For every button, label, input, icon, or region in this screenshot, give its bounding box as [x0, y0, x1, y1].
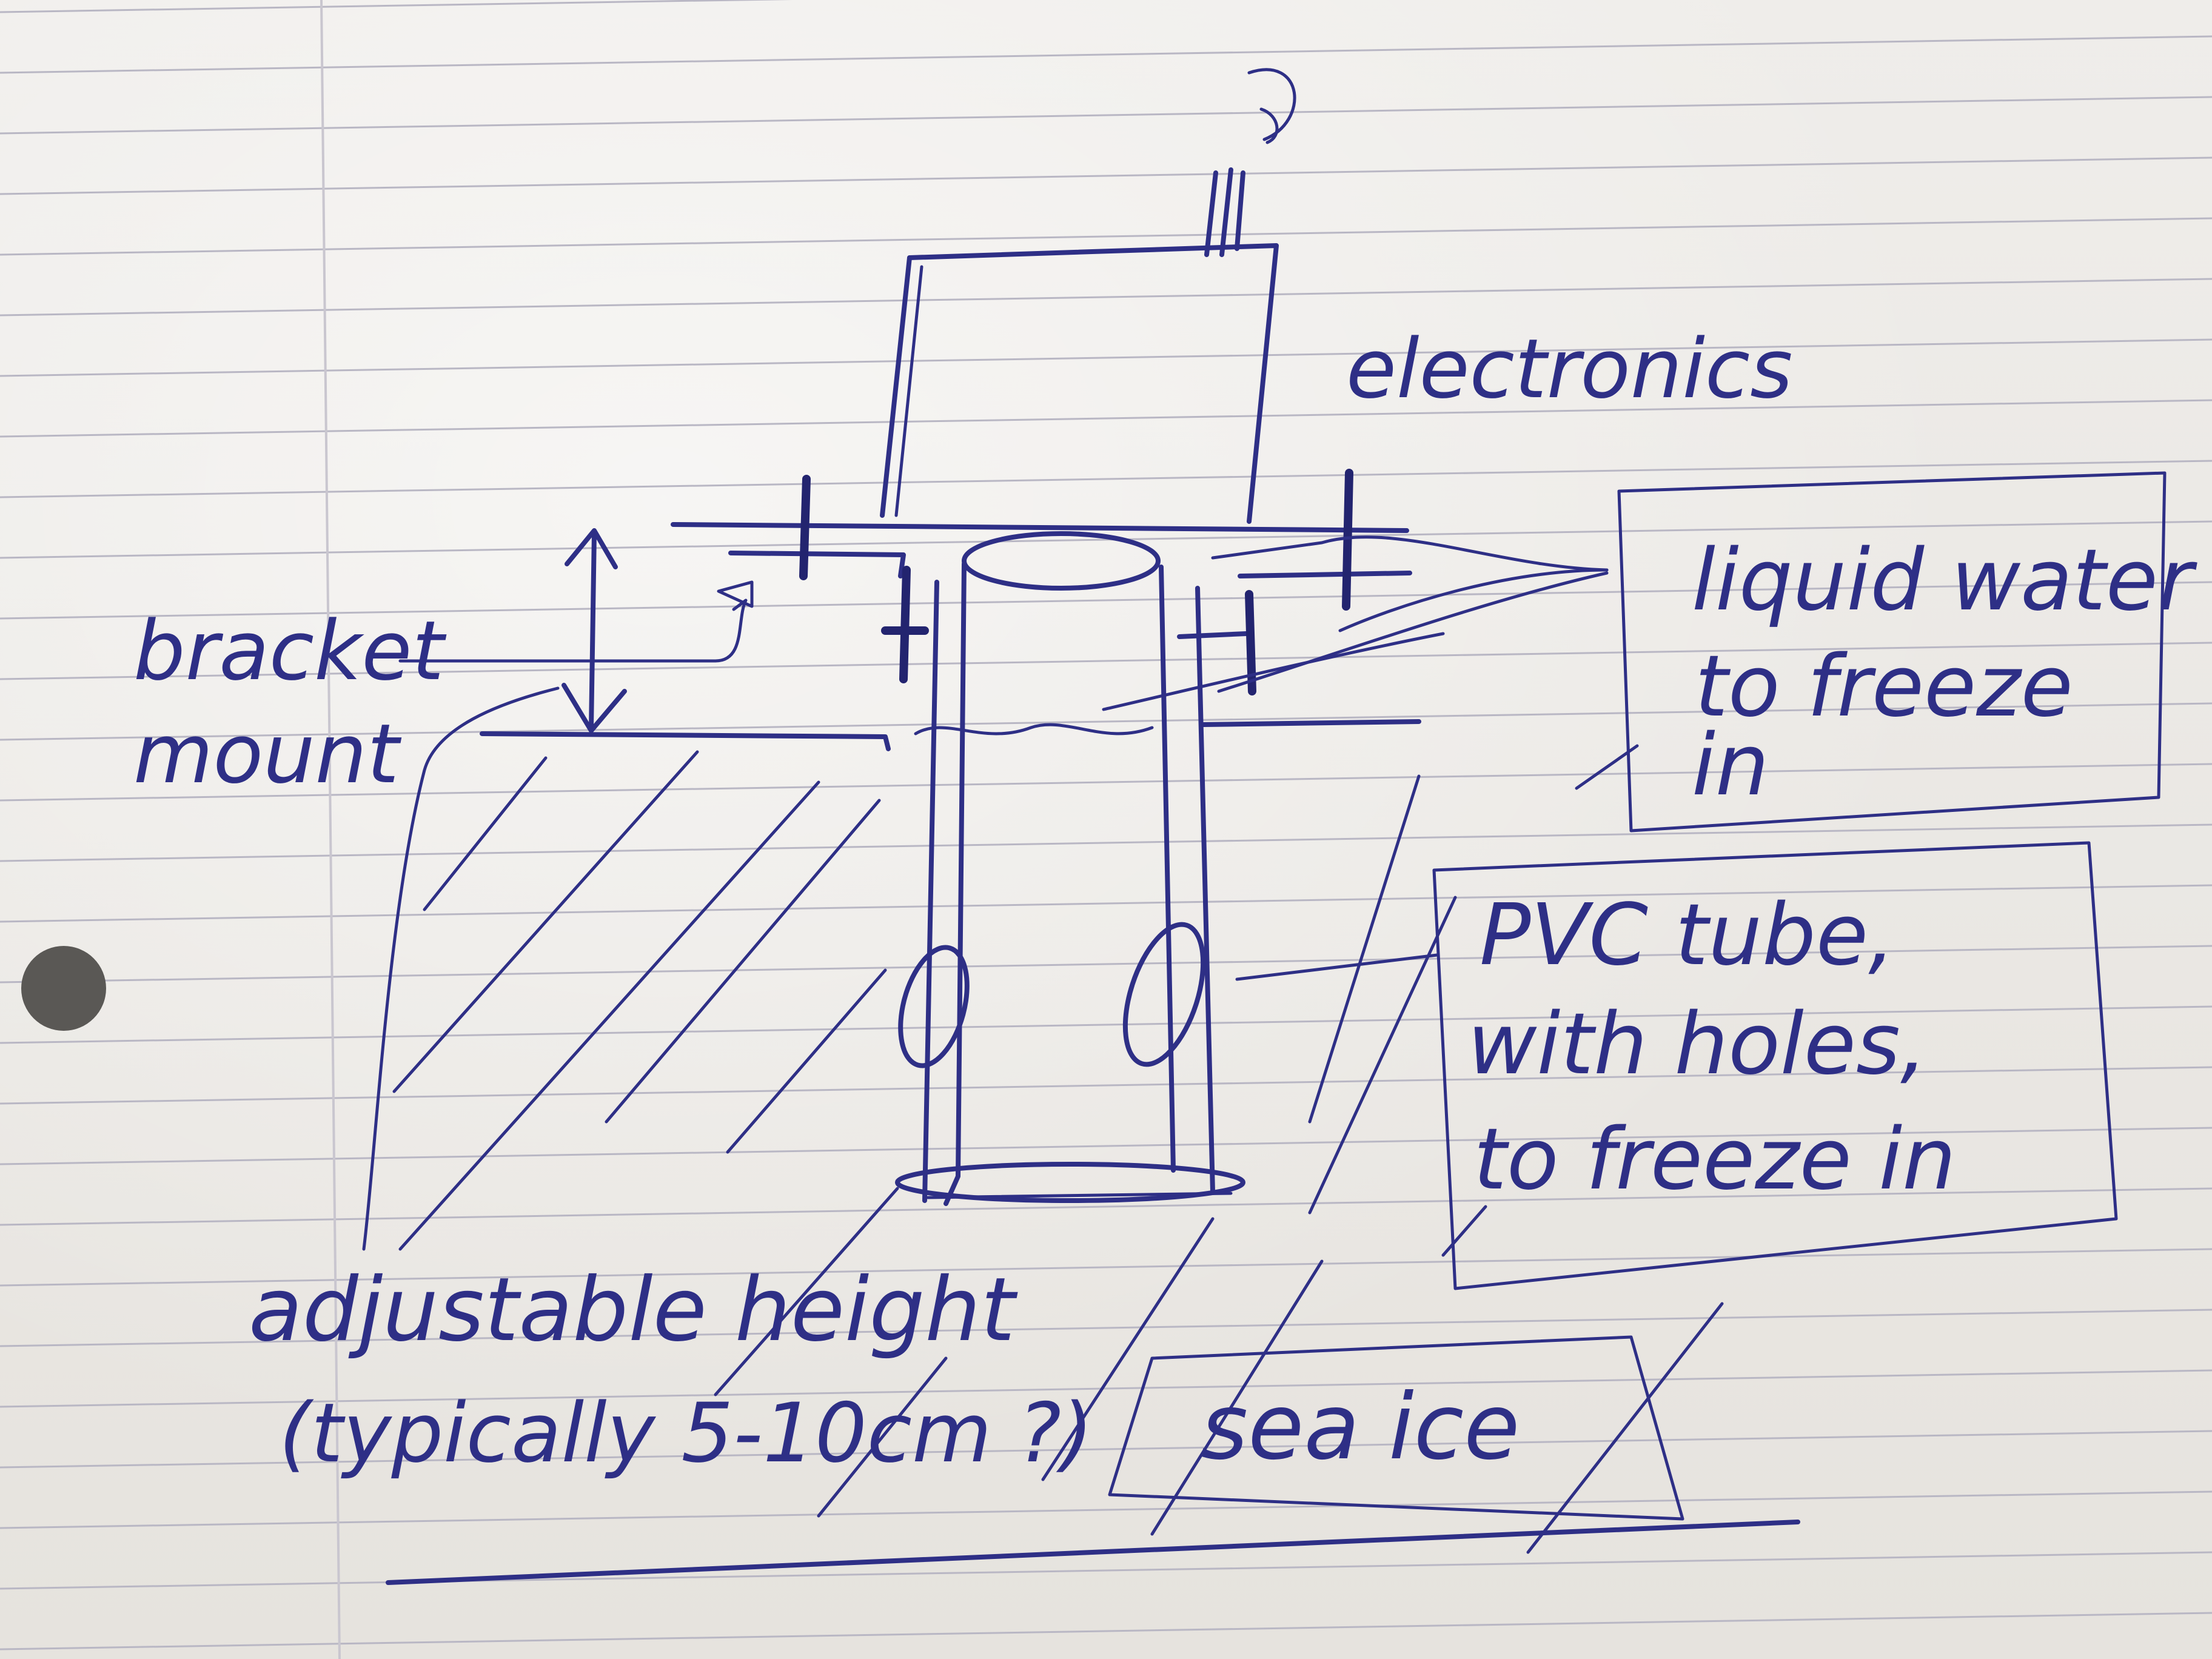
label-to-freeze-in: to freeze in: [1473, 1110, 1956, 1209]
leader-lines: [364, 537, 1607, 1249]
label-sea-ice: sea ice: [1201, 1375, 1520, 1480]
ruled-line: [0, 1492, 2212, 1528]
label-electronics: electronics: [1346, 321, 1793, 417]
antenna-icon: [1207, 70, 1295, 255]
ruled-line: [0, 461, 2212, 497]
ruled-line: [0, 0, 2212, 12]
hatch-stroke: [394, 752, 697, 1091]
ruled-line: [0, 97, 2212, 133]
hatch-stroke: [1310, 776, 1419, 1122]
ruled-line: [0, 1552, 2212, 1589]
height-arrow-icon: [564, 531, 625, 731]
ruled-line: [0, 36, 2212, 73]
label-liquid-water: liquid water: [1692, 531, 2197, 630]
ruled-line: [0, 279, 2212, 315]
hatch-stroke: [1443, 1207, 1486, 1255]
label-with-holes: with holes,: [1467, 995, 1927, 1094]
ruled-line: [0, 1613, 2212, 1649]
punch-hole: [21, 946, 106, 1031]
label-adjustable-height: adjustable height: [249, 1259, 1018, 1361]
ruled-line: [0, 340, 2212, 376]
label-pvc-tube: PVC tube,: [1480, 886, 1895, 985]
ruled-line: [0, 158, 2212, 194]
label-in: in: [1692, 716, 1769, 815]
label-mount: mount: [133, 706, 402, 802]
hatch-stroke: [424, 758, 546, 910]
label-typical-height: (typically 5-10cm ?): [279, 1386, 1093, 1481]
label-bracket: bracket: [133, 603, 447, 699]
ruled-line: [0, 400, 2212, 437]
hatch-stroke: [728, 970, 885, 1152]
